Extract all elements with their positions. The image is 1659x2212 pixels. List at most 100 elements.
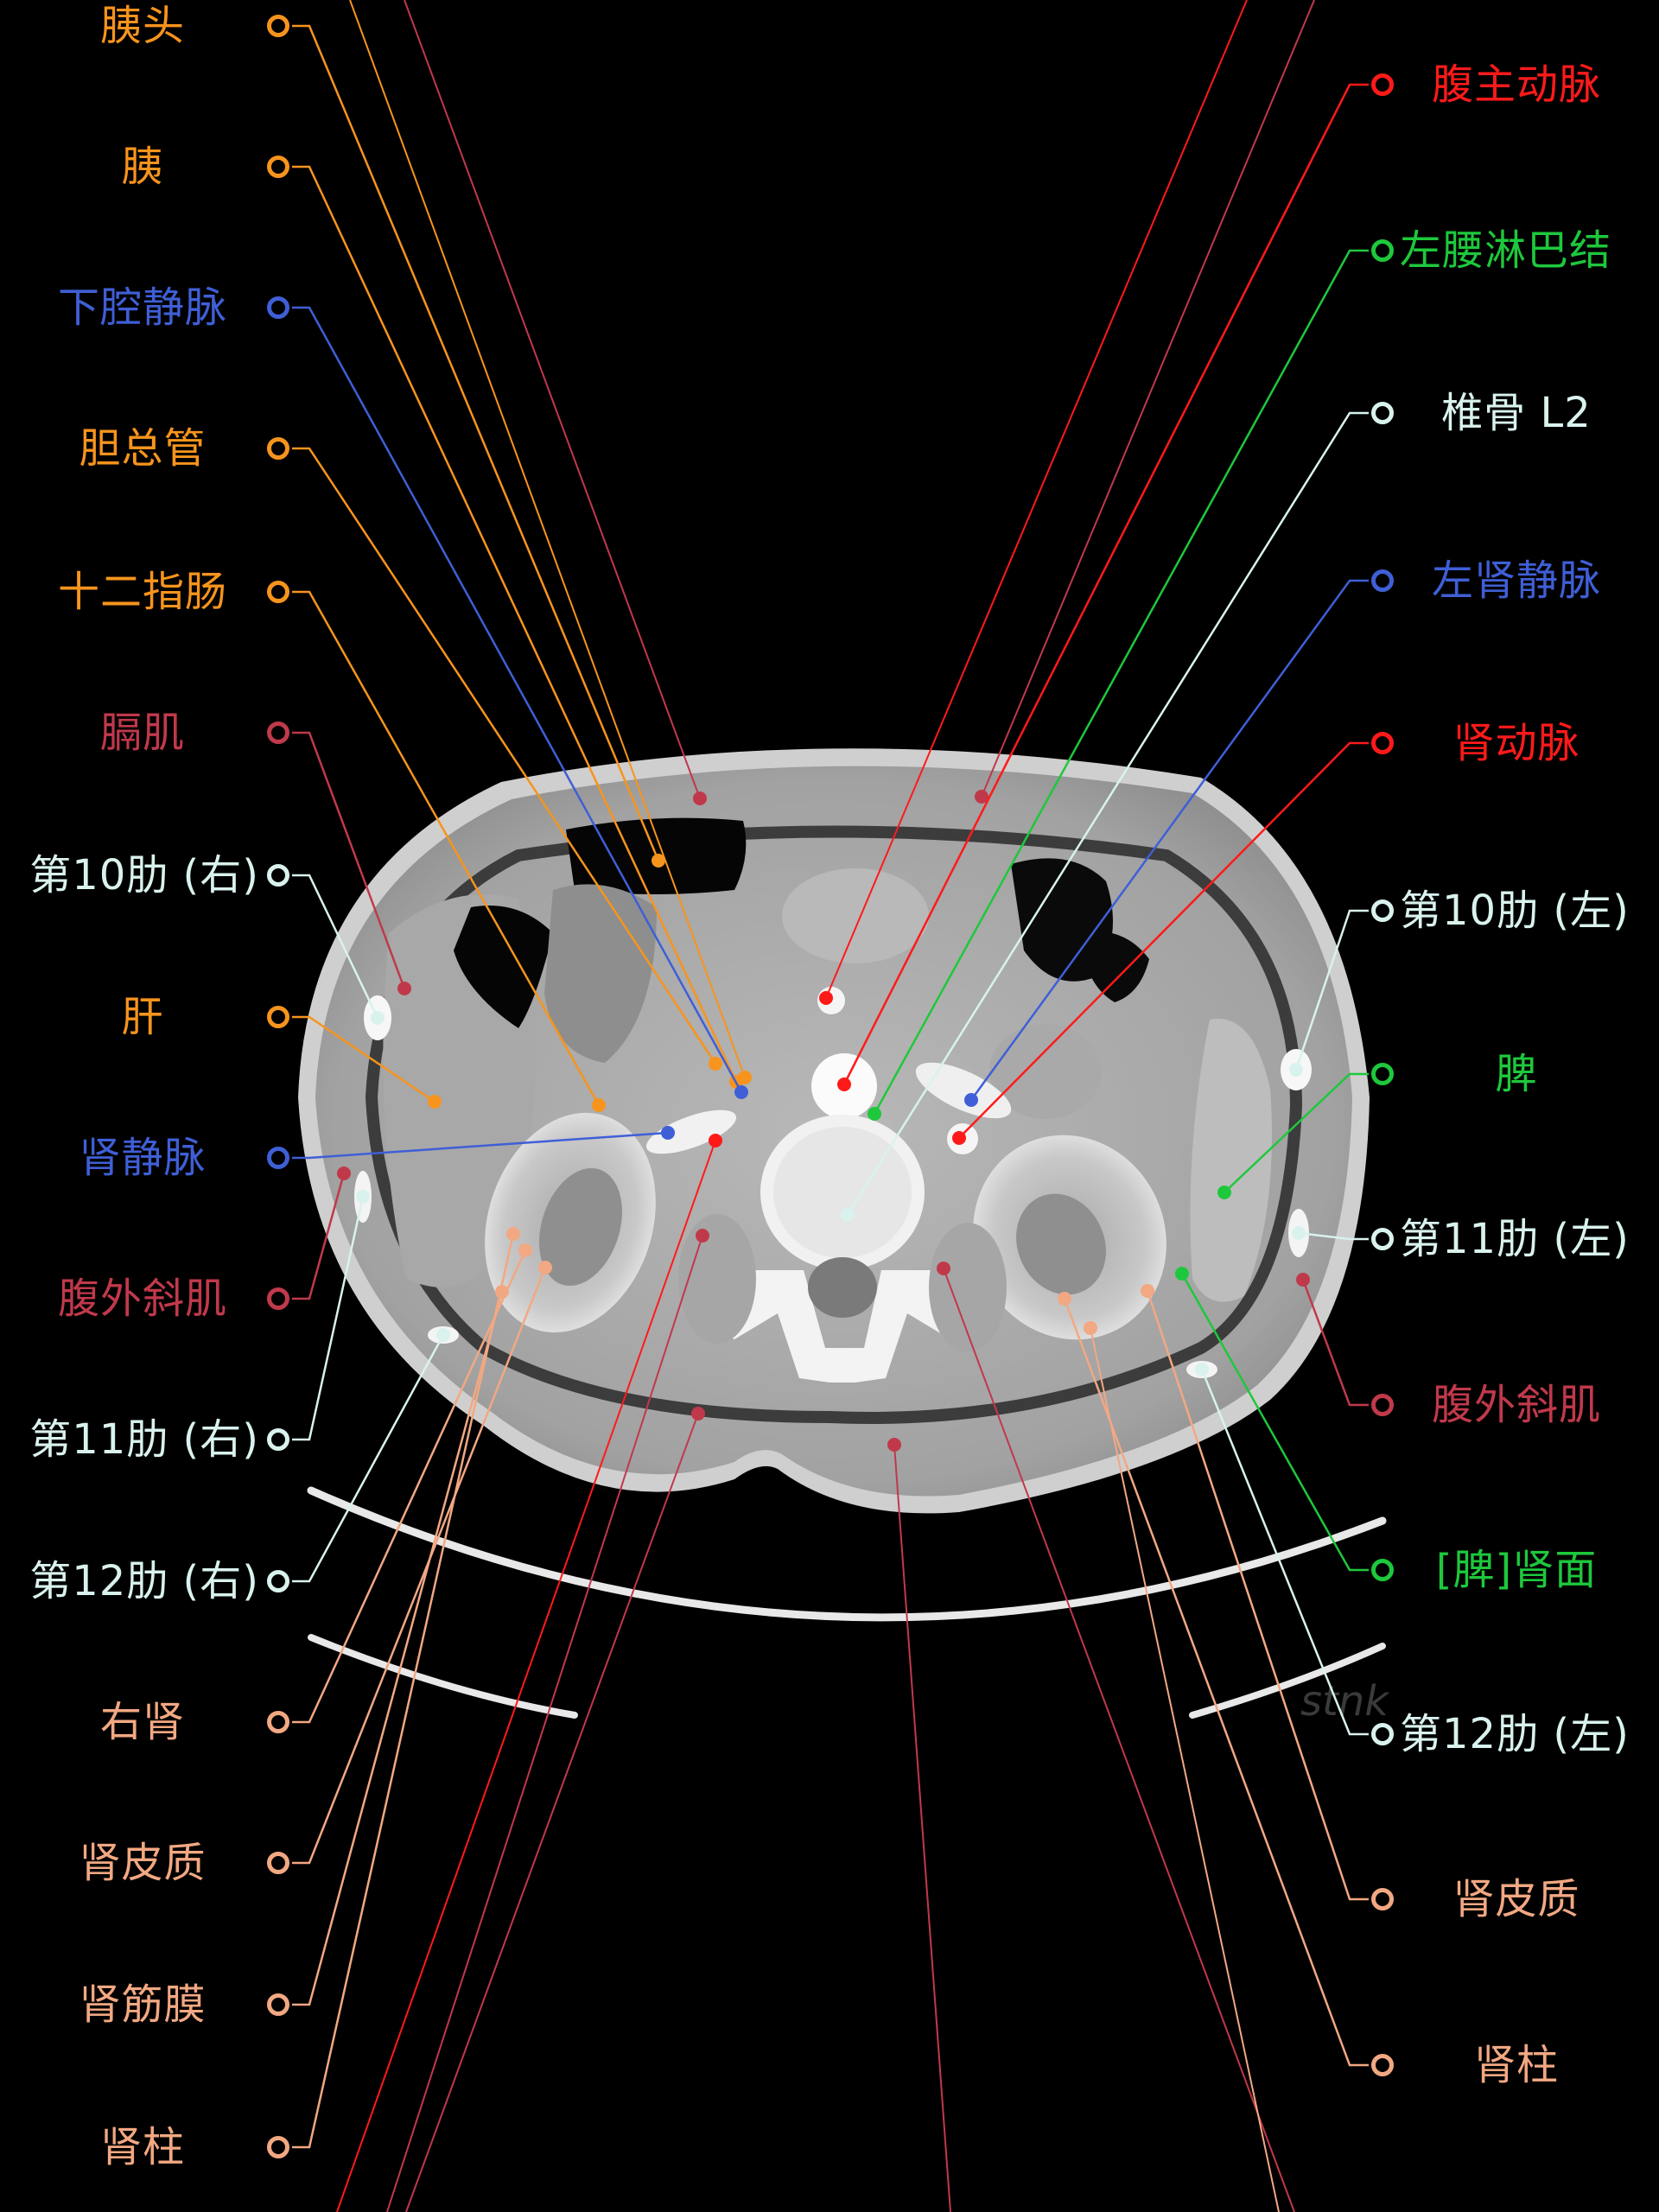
target-dot bbox=[371, 1011, 385, 1025]
renal-column-right-anchor-ring-icon[interactable] bbox=[267, 2136, 289, 2158]
label-rib12-right[interactable]: 第12肋 (右) bbox=[29, 1557, 259, 1605]
label-liver[interactable]: 肝 bbox=[121, 993, 164, 1041]
target-dot bbox=[337, 1166, 351, 1180]
target-dot bbox=[964, 1093, 978, 1107]
renal-vein-anchor-ring-icon[interactable] bbox=[267, 1147, 289, 1169]
target-dot bbox=[356, 1190, 370, 1204]
renal-cortex-left-anchor-ring-icon[interactable] bbox=[1371, 1888, 1394, 1910]
label-splenic-renal-surface[interactable]: [脾]肾面 bbox=[1435, 1546, 1598, 1594]
label-external-oblique-right[interactable]: 腹外斜肌 bbox=[57, 1274, 227, 1323]
leader-line bbox=[292, 306, 743, 1093]
target-dot bbox=[841, 1208, 855, 1222]
leader-line bbox=[405, 1413, 699, 2212]
label-rib10-right[interactable]: 第10肋 (右) bbox=[29, 851, 259, 899]
target-dot bbox=[887, 1438, 901, 1452]
left-renal-vein-anchor-ring-icon[interactable] bbox=[1371, 569, 1394, 592]
label-renal-cortex-right[interactable]: 肾皮质 bbox=[79, 1839, 207, 1887]
duodenum-anchor-ring-icon[interactable] bbox=[267, 581, 289, 603]
leader-line bbox=[292, 874, 379, 1019]
leader-line bbox=[1146, 1290, 1369, 1901]
label-renal-artery[interactable]: 肾动脉 bbox=[1452, 719, 1580, 767]
leader-line bbox=[292, 1196, 365, 1441]
rib10-left-anchor-ring-icon[interactable] bbox=[1371, 899, 1394, 922]
renal-fascia-anchor-ring-icon[interactable] bbox=[267, 1993, 289, 2016]
watermark: stnk bbox=[1300, 1677, 1390, 1726]
leader-line bbox=[292, 590, 601, 1106]
target-dot bbox=[1084, 1321, 1097, 1335]
leader-line bbox=[292, 447, 717, 1065]
label-rib11-left[interactable]: 第11肋 (左) bbox=[1400, 1215, 1630, 1263]
renal-artery-anchor-ring-icon[interactable] bbox=[1371, 732, 1394, 754]
target-dot bbox=[1296, 1273, 1310, 1287]
label-pancreas-head[interactable]: 胰头 bbox=[99, 2, 185, 50]
label-renal-fascia[interactable]: 肾筋膜 bbox=[79, 1980, 207, 2029]
target-dot bbox=[691, 1407, 705, 1421]
leader-line bbox=[292, 165, 738, 1083]
label-rib11-right[interactable]: 第11肋 (右) bbox=[29, 1415, 259, 1464]
label-renal-column-right[interactable]: 肾柱 bbox=[99, 2123, 185, 2171]
leader-line bbox=[825, 0, 1248, 999]
label-spleen[interactable]: 脾 bbox=[1495, 1050, 1538, 1098]
ivc-anchor-ring-icon[interactable] bbox=[267, 296, 289, 319]
label-ivc[interactable]: 下腔静脉 bbox=[57, 283, 227, 332]
renal-cortex-right-anchor-ring-icon[interactable] bbox=[267, 1852, 289, 1874]
label-right-kidney[interactable]: 右肾 bbox=[99, 1698, 185, 1746]
leader-line bbox=[1090, 1327, 1280, 2212]
leader-line bbox=[292, 1334, 445, 1583]
vertebra-shape bbox=[717, 1115, 976, 1382]
left-lumbar-lymph-node-anchor-ring-icon[interactable] bbox=[1371, 239, 1394, 262]
label-rib12-left[interactable]: 第12肋 (左) bbox=[1400, 1710, 1630, 1758]
target-dot bbox=[661, 1126, 675, 1140]
right-kidney-anchor-ring-icon[interactable] bbox=[267, 1711, 289, 1733]
target-dot bbox=[693, 791, 707, 805]
liver-anchor-ring-icon[interactable] bbox=[267, 1006, 289, 1028]
external-oblique-right-anchor-ring-icon[interactable] bbox=[267, 1287, 289, 1310]
abdominal-aorta-anchor-ring-icon[interactable] bbox=[1371, 73, 1394, 96]
diaphragm-anchor-ring-icon[interactable] bbox=[267, 721, 289, 744]
target-dot bbox=[397, 982, 411, 995]
spleen-anchor-ring-icon[interactable] bbox=[1371, 1063, 1394, 1085]
label-pancreas[interactable]: 胰 bbox=[121, 143, 164, 191]
external-oblique-left-anchor-ring-icon[interactable] bbox=[1371, 1394, 1394, 1416]
splenic-renal-surface-anchor-ring-icon[interactable] bbox=[1371, 1559, 1394, 1581]
label-abdominal-aorta[interactable]: 腹主动脉 bbox=[1431, 60, 1601, 109]
rib10-right-anchor-ring-icon[interactable] bbox=[267, 864, 289, 887]
leader-line bbox=[349, 0, 746, 1078]
target-dot bbox=[937, 1262, 950, 1275]
ct-table-arcs bbox=[307, 1486, 1387, 1719]
label-left-lumbar-lymph-node[interactable]: 左腰淋巴结 bbox=[1400, 226, 1612, 275]
label-vertebra-l2[interactable]: 椎骨 L2 bbox=[1441, 389, 1592, 437]
label-renal-cortex-left[interactable]: 肾皮质 bbox=[1452, 1875, 1580, 1923]
rib12-left-anchor-ring-icon[interactable] bbox=[1371, 1723, 1394, 1745]
leader-line bbox=[846, 411, 1369, 1216]
leader-line bbox=[292, 24, 660, 861]
leader-line bbox=[336, 1140, 716, 2212]
label-duodenum[interactable]: 十二指肠 bbox=[57, 568, 227, 616]
leader-line bbox=[943, 1268, 1295, 2212]
label-diaphragm[interactable]: 膈肌 bbox=[99, 709, 185, 757]
renal-column-left-anchor-ring-icon[interactable] bbox=[1371, 2054, 1394, 2076]
vertebra-l2-anchor-ring-icon[interactable] bbox=[1371, 402, 1394, 424]
leader-line bbox=[981, 0, 1315, 798]
pancreas-head-anchor-ring-icon[interactable] bbox=[267, 15, 289, 37]
leader-line bbox=[1298, 1231, 1369, 1241]
target-dot bbox=[696, 1229, 709, 1243]
label-left-renal-vein[interactable]: 左肾静脉 bbox=[1431, 556, 1601, 605]
common-bile-duct-anchor-ring-icon[interactable] bbox=[267, 437, 289, 460]
label-external-oblique-left[interactable]: 腹外斜肌 bbox=[1431, 1381, 1601, 1429]
target-dot bbox=[436, 1328, 450, 1342]
rib11-right-anchor-ring-icon[interactable] bbox=[267, 1428, 289, 1451]
leader-line bbox=[969, 579, 1369, 1101]
leader-line bbox=[1200, 1369, 1369, 1736]
body-cross-section bbox=[298, 748, 1370, 1514]
label-renal-vein[interactable]: 肾静脉 bbox=[79, 1134, 207, 1182]
rib12-right-anchor-ring-icon[interactable] bbox=[267, 1570, 289, 1592]
label-renal-column-left[interactable]: 肾柱 bbox=[1473, 2041, 1559, 2089]
target-dot bbox=[652, 854, 665, 868]
leader-line bbox=[1294, 909, 1369, 1071]
label-rib10-left[interactable]: 第10肋 (左) bbox=[1400, 887, 1630, 935]
pancreas-anchor-ring-icon[interactable] bbox=[267, 156, 289, 178]
rib11-left-anchor-ring-icon[interactable] bbox=[1371, 1228, 1394, 1250]
target-dot bbox=[1289, 1063, 1303, 1077]
label-common-bile-duct[interactable]: 胆总管 bbox=[79, 424, 207, 473]
